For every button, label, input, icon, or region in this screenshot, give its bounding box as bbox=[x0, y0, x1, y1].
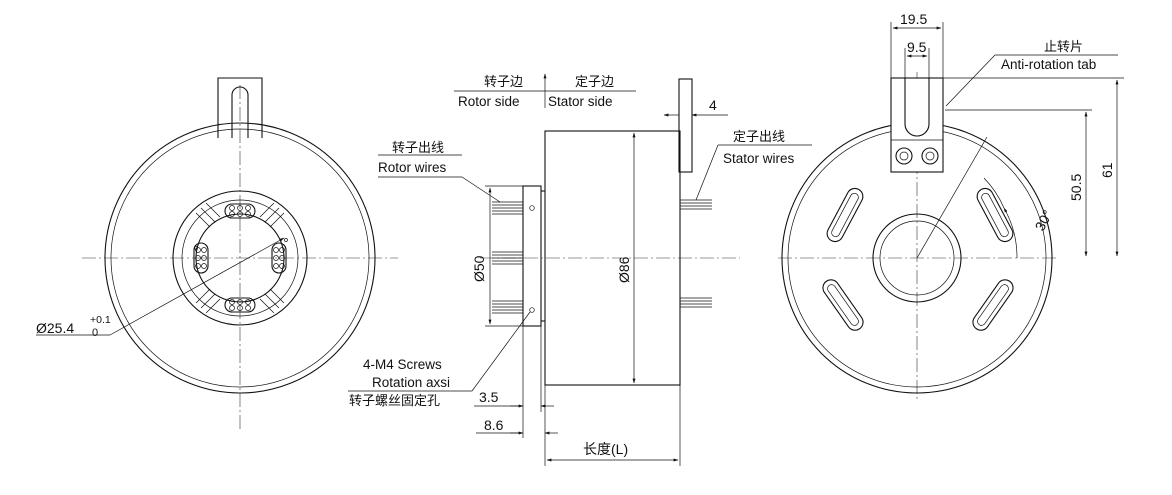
height-inner-label: 50.5 bbox=[1068, 174, 1084, 201]
bore-circle-left bbox=[195, 213, 285, 303]
right-rear-view: 19.5 9.5 止转片 Anti-rotation tab 50.5 61 3… bbox=[778, 11, 1124, 402]
height-outer-label: 61 bbox=[1099, 162, 1115, 178]
anti-rotation-en: Anti-rotation tab bbox=[1001, 57, 1096, 72]
bore-diameter-label: Ø25.4 bbox=[36, 320, 74, 336]
stator-wire-bundles bbox=[680, 199, 712, 308]
screws-note-line1: 4-M4 Screws bbox=[363, 357, 442, 372]
dim-flange-label: 3.5 bbox=[479, 389, 499, 405]
stator-wires-en: Stator wires bbox=[723, 151, 795, 166]
wire-group-left bbox=[193, 242, 209, 274]
dim-offset-label: 8.6 bbox=[484, 417, 504, 433]
flange-diameter-label: Ø50 bbox=[471, 255, 487, 282]
body-diameter-label: Ø86 bbox=[616, 256, 632, 283]
rotor-side-cn: 转子边 bbox=[484, 74, 523, 89]
rotor-wire-bundles bbox=[492, 201, 523, 314]
rotor-wires-cn: 转子出线 bbox=[392, 140, 444, 155]
screws-note-line2: Rotation axsi bbox=[372, 375, 450, 390]
tab-width-label: 19.5 bbox=[900, 11, 927, 27]
slip-ring-body bbox=[544, 130, 681, 386]
wire-group-top bbox=[224, 203, 256, 219]
stator-side-cn: 定子边 bbox=[575, 74, 614, 89]
outer-housing-left bbox=[104, 122, 376, 394]
left-front-view: Ø25.4 +0.1 0 bbox=[36, 77, 398, 432]
bore-tolerance-upper: +0.1 bbox=[90, 314, 111, 326]
angle-label: 30° bbox=[1032, 207, 1056, 233]
wire-slot-bottom-left bbox=[822, 279, 864, 331]
wire-slot-bottom-right bbox=[972, 279, 1014, 331]
bore-tolerance-lower: 0 bbox=[92, 327, 98, 339]
anti-rotation-tab-left bbox=[217, 77, 263, 138]
side-view: 转子边 Rotor side 定子边 Stator side 转子出线 Roto… bbox=[348, 73, 812, 466]
wire-group-bottom bbox=[224, 297, 256, 313]
rotor-flange-left bbox=[172, 190, 308, 326]
bore-diameter-leader bbox=[109, 237, 285, 336]
wire-slot-top-right bbox=[976, 187, 1014, 243]
slot-width-label: 9.5 bbox=[907, 39, 927, 55]
screws-note-cn: 转子螺丝固定孔 bbox=[349, 393, 440, 408]
stator-side-en: Stator side bbox=[548, 94, 613, 109]
rotor-flange bbox=[522, 185, 542, 327]
anti-rotation-tab-side bbox=[678, 78, 693, 173]
bore-circle-right bbox=[872, 213, 962, 303]
wire-group-right bbox=[271, 242, 287, 274]
stator-wires-cn: 定子出线 bbox=[733, 129, 785, 144]
rotor-side-en: Rotor side bbox=[458, 94, 520, 109]
anti-rotation-cn: 止转片 bbox=[1044, 39, 1083, 54]
wire-slot-top-left bbox=[826, 187, 864, 243]
tab-thickness-label: 4 bbox=[709, 97, 717, 113]
rotor-wires-en: Rotor wires bbox=[378, 160, 447, 175]
anti-rotation-tab-right bbox=[890, 77, 944, 173]
dim-length-label: 长度(L) bbox=[583, 441, 628, 457]
